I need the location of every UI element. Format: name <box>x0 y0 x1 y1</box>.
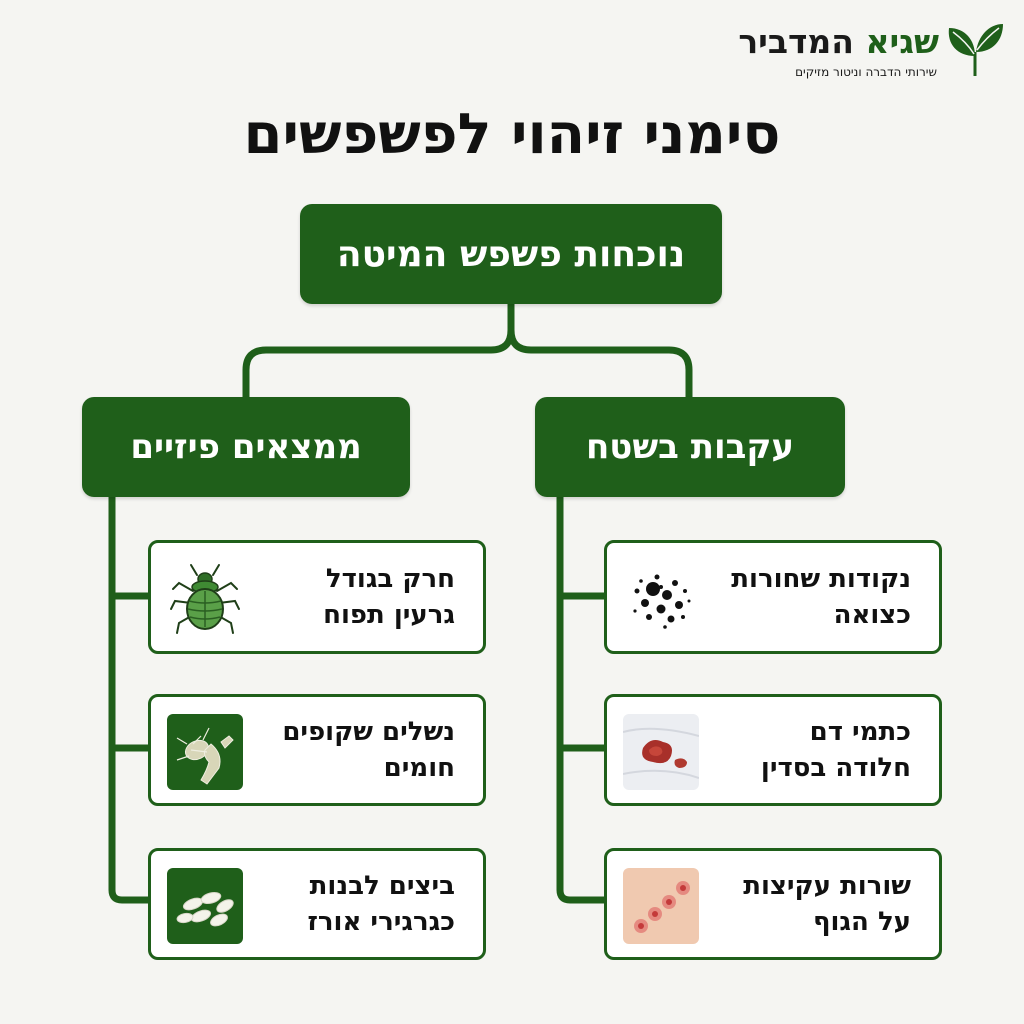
branch-field-traces: עקבות בשטח <box>535 397 845 497</box>
brand-logo: שגיא המדביר שירותי הדברה וניטור מזיקים <box>738 20 1005 84</box>
card-shed-skins: נשלים שקופים חומים <box>148 694 486 806</box>
branch-physical-findings: ממצאים פיזיים <box>82 397 410 497</box>
connector-root-traces <box>507 326 693 401</box>
card-line-2: חומים <box>383 753 455 783</box>
card-bug-size: חרק בגודל גרעין תפוח <box>148 540 486 654</box>
blood-stain-icon <box>623 714 699 790</box>
card-black-dots: נקודות שחורות כצואה <box>604 540 942 654</box>
connector-root-physical <box>242 300 515 401</box>
brand-name: שגיא המדביר <box>738 22 939 62</box>
brand-name-green: שגיא <box>865 22 939 61</box>
black-dots-icon <box>623 561 699 637</box>
card-line-1: נשלים שקופים <box>282 717 455 747</box>
eggs-icon <box>167 868 243 944</box>
card-line-2: חלודה בסדין <box>760 753 911 783</box>
card-blood-stains: כתמי דם חלודה בסדין <box>604 694 942 806</box>
brand-tagline: שירותי הדברה וניטור מזיקים <box>795 65 937 79</box>
card-line-1: ביצים לבנות <box>309 871 455 901</box>
page-title: סימני זיהוי לפשפשים <box>243 102 781 167</box>
card-line-2: כצואה <box>833 600 911 630</box>
bedbug-icon <box>167 561 243 637</box>
root-node: נוכחות פשפש המיטה <box>300 204 722 304</box>
brand-name-dark: המדביר <box>738 22 854 61</box>
card-line-1: כתמי דם <box>809 717 911 747</box>
connector-traces-trunk <box>556 493 609 904</box>
card-eggs: ביצים לבנות כגרגירי אורז <box>148 848 486 960</box>
connector-physical-trunk <box>108 493 154 904</box>
shed-skin-icon <box>167 714 243 790</box>
card-line-1: נקודות שחורות <box>731 564 911 594</box>
card-line-2: על הגוף <box>812 907 911 937</box>
card-bite-marks: שורות עקיצות על הגוף <box>604 848 942 960</box>
card-line-2: גרעין תפוח <box>323 600 455 630</box>
card-line-1: שורות עקיצות <box>743 871 911 901</box>
card-line-2: כגרגירי אורז <box>307 907 455 937</box>
bite-marks-icon <box>623 868 699 944</box>
leaf-icon <box>945 22 1005 78</box>
card-line-1: חרק בגודל <box>325 564 455 594</box>
